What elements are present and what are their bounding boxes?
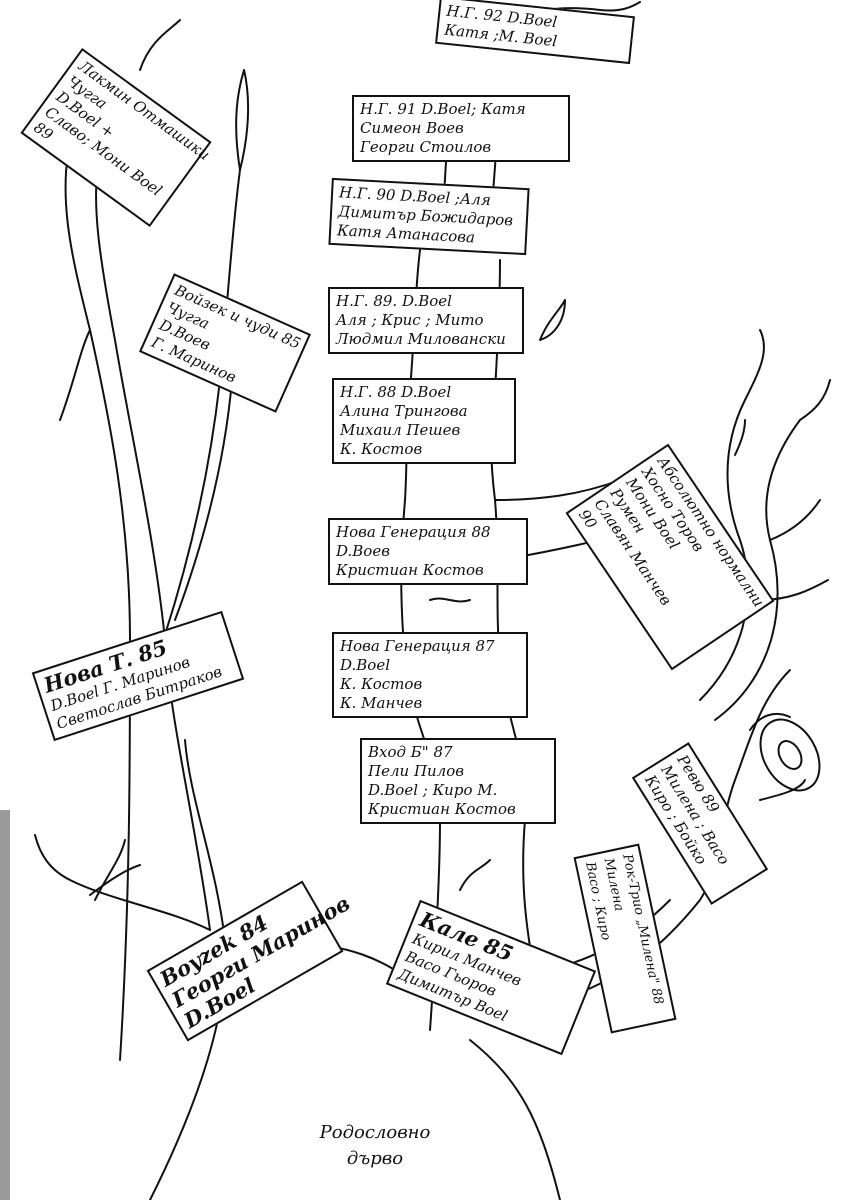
box-nova-gen-88: Нова Генерация 88 D.Воев Кристиан Костов: [328, 518, 528, 585]
left-branch-b: [174, 379, 233, 621]
box-line: К. Манчев: [340, 694, 423, 712]
trunk-right-outline: [469, 1039, 561, 1200]
left-limb-crack-1: [59, 329, 91, 421]
log-stump-body: [749, 712, 806, 801]
trunk-crack-1: [429, 597, 471, 603]
lower-left-twig: [89, 864, 141, 896]
box-line: К. Костов: [340, 440, 423, 458]
caption-line-1: Родословно: [319, 1122, 431, 1143]
central-trunk-right: [490, 259, 541, 1001]
log-stump-ring: [777, 740, 803, 770]
right-leaf-1: [539, 299, 566, 341]
box-line: D.Воев: [336, 542, 390, 560]
box-line: Симеон Воев: [360, 119, 464, 137]
trunk-crack-2: [459, 859, 491, 891]
right-branch-swirl: [699, 329, 765, 701]
right-leaf-2: [734, 419, 746, 456]
caption-line-2: дърво: [346, 1148, 404, 1169]
box-ng91: Н.Г. 91 D.Boel; Катя Симеон Воев Георги …: [352, 95, 570, 162]
box-line: Аля ; Крис ; Мито: [336, 311, 484, 329]
box-line: Георги Стоилов: [360, 138, 492, 156]
box-line: Михаил Пешев: [340, 421, 461, 439]
left-twig: [139, 19, 181, 71]
box-ng89: Н.Г. 89. D.Boel Аля ; Крис ; Мито Людмил…: [328, 287, 524, 354]
box-vhod-b-87: Вход Б" 87 Пели Пилов D.Boel ; Киро М. К…: [360, 738, 556, 824]
box-line: Пели Пилов: [368, 762, 464, 780]
tree-caption: Родословно дърво: [305, 1120, 445, 1172]
right-twig-1: [799, 379, 831, 421]
box-line: Кристиан Костов: [336, 561, 484, 579]
box-line: Н.Г. 88 D.Boel: [340, 383, 452, 401]
left-limb-outer: [64, 119, 131, 1061]
left-limb-inner: [94, 149, 211, 931]
box-line: D.Boel: [340, 656, 390, 674]
box-line: К. Костов: [340, 675, 423, 693]
box-line: Нова Генерация 88: [336, 523, 491, 541]
log-stump-end: [759, 718, 821, 792]
box-line: Людмил Миловански: [336, 330, 506, 348]
box-line: Вход Б" 87: [368, 743, 453, 761]
lower-left-branch: [34, 834, 211, 931]
scan-edge-strip: [0, 810, 10, 1200]
left-leaf: [235, 69, 250, 171]
right-twig-2: [769, 499, 821, 541]
box-ng88: Н.Г. 88 D.Boel Алина Трингова Михаил Пеш…: [332, 378, 516, 464]
box-line: D.Boel ; Киро М.: [368, 781, 498, 799]
box-line: Н.Г. 91 D.Boel; Катя: [360, 100, 526, 118]
box-line: Кристиан Костов: [368, 800, 516, 818]
box-line: Алина Трингова: [340, 402, 468, 420]
box-ng90: Н.Г. 90 D.Boel ;Аля Димитър Божидаров Ка…: [328, 177, 530, 256]
box-line: Нова Генерация 87: [340, 637, 495, 655]
box-nova-gen-87: Нова Генерация 87 D.Boel К. Костов К. Ма…: [332, 632, 528, 718]
box-line: Н.Г. 89. D.Boel: [336, 292, 452, 310]
right-branch-swirl-b: [714, 419, 801, 721]
